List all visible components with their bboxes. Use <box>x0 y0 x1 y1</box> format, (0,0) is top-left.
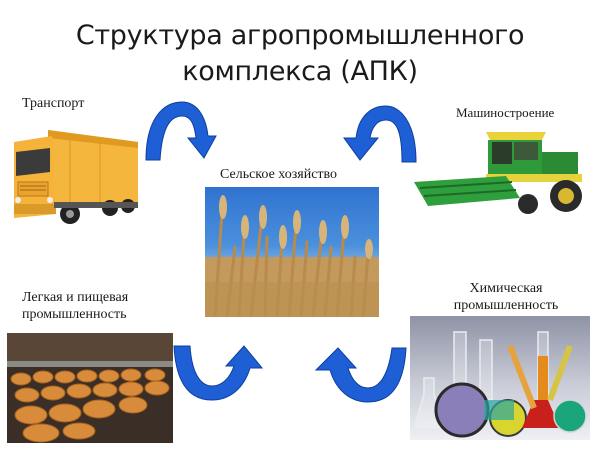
bread-production-image <box>7 333 173 443</box>
curved-arrow-icon <box>338 102 420 164</box>
wheat-field-image <box>205 187 379 317</box>
lab-flasks-image <box>410 316 590 440</box>
truck-image <box>10 122 140 232</box>
combine-harvester-image <box>410 122 590 218</box>
title-line-2: комплекса (АПК) <box>182 56 418 87</box>
chemical-label-line-1: Химическая <box>469 281 543 296</box>
chemical-label-line-2: промышленность <box>453 298 559 313</box>
chemical-label: Химическая промышленность <box>444 280 568 314</box>
curved-arrow-icon <box>142 98 218 162</box>
light-food-label: Легкая и пищевая промышленность <box>22 289 128 323</box>
title-line-1: Структура агропромышленного <box>75 20 525 51</box>
curved-arrow-icon <box>172 342 264 402</box>
agriculture-label: Сельское хозяйство <box>220 167 338 182</box>
diagram-title: Структура агропромышленного комплекса (А… <box>0 18 600 90</box>
transport-label: Транспорт <box>22 96 85 111</box>
machinery-label: Машиностроение <box>456 105 555 120</box>
light-food-label-line-2: промышленность <box>22 307 127 322</box>
light-food-label-line-1: Легкая и пищевая <box>22 290 129 305</box>
curved-arrow-icon <box>312 344 408 404</box>
